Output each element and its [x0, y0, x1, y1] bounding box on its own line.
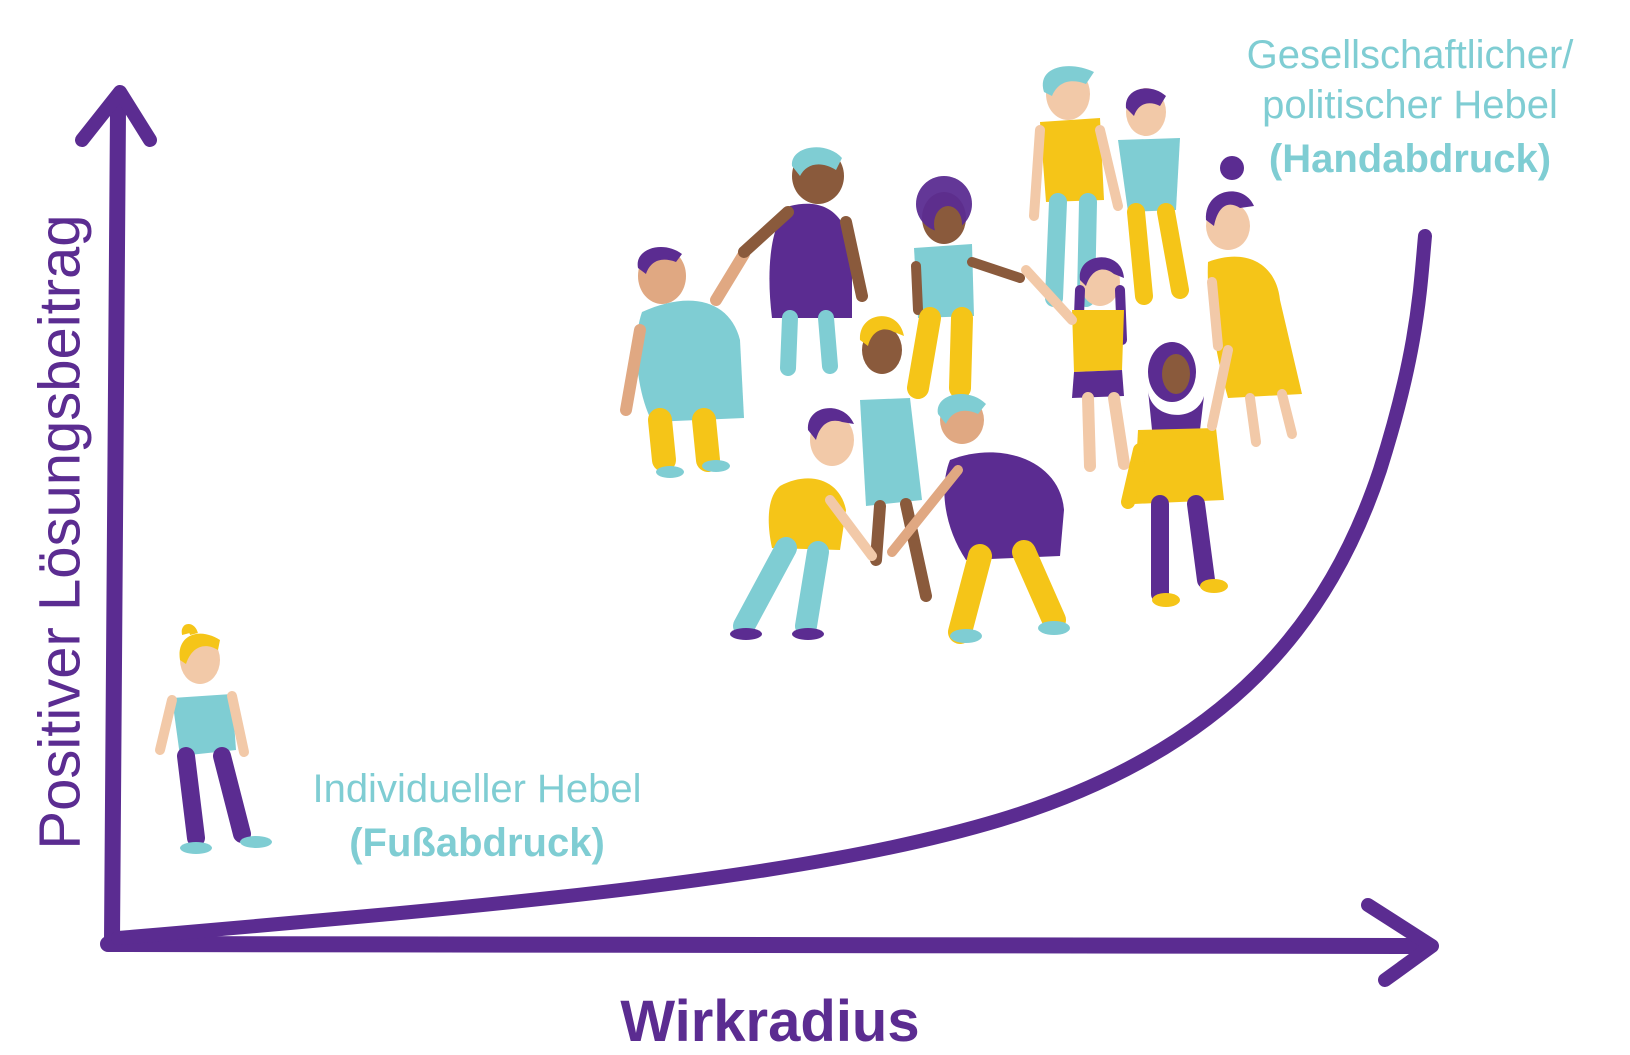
impact-curve [111, 229, 1432, 945]
y-axis-label: Positiver Lösungsbeitrag [27, 214, 93, 850]
y-axis-arrowhead [75, 85, 157, 147]
x-axis-arrowhead [1361, 898, 1439, 987]
handprint-label: (Handabdruck) [1268, 137, 1552, 181]
individual-lever-title: Individueller Hebel [312, 767, 642, 811]
individual-person-illustration [155, 624, 272, 854]
x-axis-label: Wirkradius [620, 989, 920, 1054]
group-people-illustration [620, 66, 1302, 644]
societal-lever-annotation: Gesellschaftlicher/ politischer Hebel (H… [1200, 30, 1620, 188]
societal-lever-title-line2: politischer Hebel [1262, 83, 1558, 127]
societal-lever-title-line1: Gesellschaftlicher/ [1246, 33, 1574, 77]
footprint-label: (Fußabdruck) [349, 821, 605, 865]
x-axis [100, 936, 1428, 954]
individual-lever-annotation: Individueller Hebel (Fußabdruck) [272, 764, 682, 872]
y-axis [104, 102, 126, 948]
